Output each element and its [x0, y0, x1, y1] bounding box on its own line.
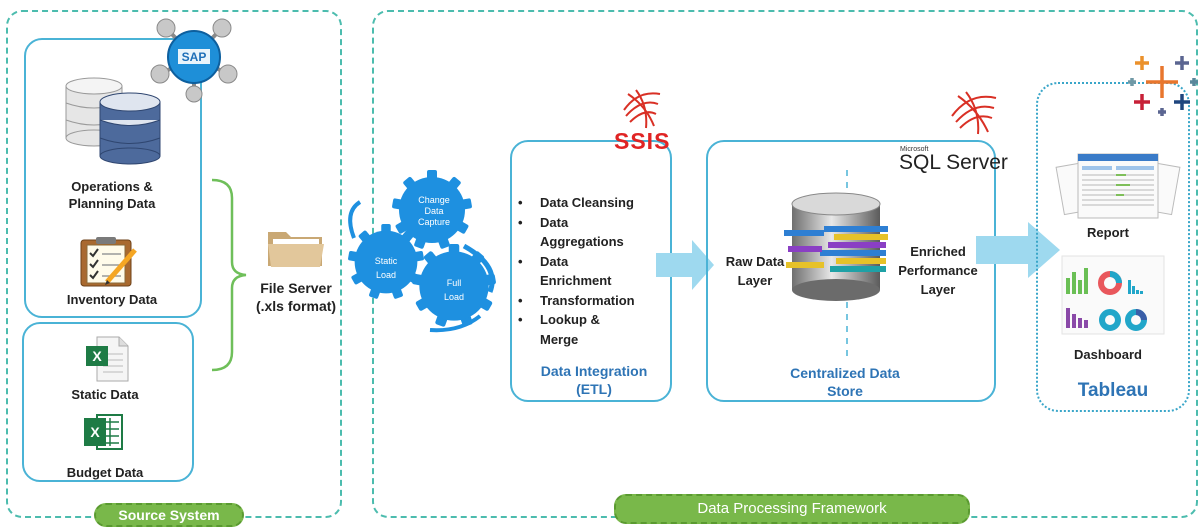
- operations-planning-label: Operations & Planning Data: [68, 179, 156, 211]
- ssis-logo-icon: [620, 86, 664, 132]
- folder-icon: [266, 226, 326, 268]
- gear-text-line: Load: [375, 270, 397, 280]
- bullet-item: Lookup & Merge: [514, 310, 630, 349]
- excel-file-icon: X: [85, 336, 129, 382]
- svg-text:X: X: [90, 424, 100, 440]
- gear-text-line: Load: [443, 292, 465, 302]
- report-label: Report: [1087, 225, 1129, 240]
- sql-server-logo-text: SQL Server: [899, 151, 1008, 174]
- file-server-format-label: (.xls format): [255, 298, 337, 314]
- sql-server-logo-icon: [948, 88, 1000, 136]
- svg-text:SAP: SAP: [182, 50, 207, 64]
- bullet-item: Transformation: [514, 291, 670, 311]
- source-system-label: Source System: [94, 503, 244, 527]
- data-store-database-icon: [784, 192, 888, 302]
- svg-text:X: X: [92, 348, 102, 364]
- database-icon: [64, 77, 164, 165]
- excel-icon: X: [83, 412, 123, 452]
- gear-text-line: Capture: [417, 217, 451, 227]
- source-bracket: [210, 178, 250, 372]
- inventory-data-label: Inventory Data: [66, 292, 158, 307]
- bullet-item: Data Enrichment: [514, 252, 630, 291]
- tableau-logo-icon: [1124, 52, 1200, 118]
- dashboard-label: Dashboard: [1074, 347, 1142, 362]
- gear-text-line: Change: [418, 195, 450, 205]
- raw-data-layer-label: Raw Data Layer: [725, 254, 785, 288]
- enriched-layer-label: Enriched Performance Layer: [898, 244, 978, 297]
- change-data-capture-label: Change Data Capture: [412, 195, 456, 228]
- data-store-title: Centralized Data Store: [790, 365, 900, 399]
- sap-logo-icon: SAP: [150, 14, 238, 103]
- gears-icon: [340, 168, 506, 338]
- data-store-box: [706, 140, 996, 402]
- tableau-title: Tableau: [1077, 380, 1149, 401]
- full-load-label: Full Load: [434, 276, 474, 304]
- data-processing-framework-label: Data Processing Framework: [614, 494, 970, 524]
- tableau-box: [1036, 82, 1190, 412]
- flow-arrow-2: [976, 222, 1060, 278]
- static-load-label: Static Load: [366, 254, 406, 282]
- dashboard-icon: [1061, 255, 1165, 335]
- gear-text-line: Data: [424, 206, 444, 216]
- report-icon: [1055, 150, 1181, 222]
- etl-title: Data Integration (ETL): [540, 363, 648, 397]
- budget-data-label: Budget Data: [66, 465, 144, 480]
- bullet-item: Data Cleansing: [514, 193, 670, 213]
- gear-text-line: Static: [374, 256, 398, 266]
- gear-text-line: Full: [446, 278, 462, 288]
- bullet-item: Data Aggregations: [514, 213, 640, 252]
- static-data-label: Static Data: [71, 387, 139, 402]
- flow-arrow-1: [656, 240, 714, 290]
- sql-server-small-text: Microsoft: [900, 146, 929, 153]
- file-server-label: File Server: [260, 280, 332, 296]
- etl-bullet-list: Data Cleansing Data Aggregations Data En…: [514, 193, 670, 349]
- ssis-logo-text: SSIS: [614, 128, 671, 154]
- clipboard-icon: [79, 236, 139, 288]
